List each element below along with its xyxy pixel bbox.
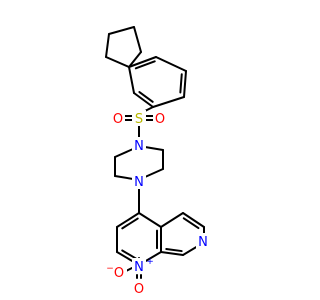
atom-nitro-o-left-label: O <box>114 266 124 281</box>
atom-sulfonyl-oxygen-left: O <box>111 110 125 127</box>
bond-c2-c3 <box>133 26 142 53</box>
bond-q4a-q5 <box>138 212 162 228</box>
atom-nitro-o-bottom-label: O <box>134 282 144 297</box>
atom-nitro-o-bottom: O <box>132 280 146 297</box>
bond-c3a-c4 <box>128 66 135 94</box>
bond-n-q1 <box>182 245 199 256</box>
bond-q4-q3 <box>182 212 205 228</box>
atom-sulfur: S <box>132 110 146 127</box>
bond-pd-n1 <box>144 146 164 151</box>
bond-c7-c7b <box>155 56 187 72</box>
atom-piperazine-n-top: N <box>132 137 146 154</box>
bond-c6-c7 <box>183 70 187 98</box>
atom-sulfonyl-oxygen-right-label: O <box>155 112 165 127</box>
bond-n1-pa <box>114 148 134 158</box>
atom-piperazine-n-bottom-label: N <box>134 175 144 190</box>
structure-canvas: S O O N N N N + O − <box>105 26 210 297</box>
bond-c3-c3a <box>128 51 142 68</box>
molecule-diagram: S O O N N N N + O − <box>105 26 210 297</box>
bond-c4-c5-inner <box>138 91 154 103</box>
atom-piperazine-n-top-label: N <box>134 139 144 154</box>
bond-layer <box>105 26 205 279</box>
bond-pb-n4 <box>114 175 134 180</box>
bond-q5-q6-inner <box>121 217 139 230</box>
bond-c5-s <box>144 106 154 112</box>
bond-c6-c7-inner <box>179 73 183 94</box>
atom-nitro-n: N + <box>132 257 154 275</box>
atom-sulfonyl-oxygen-left-label: O <box>113 112 123 127</box>
bond-q4a-q4 <box>160 212 184 228</box>
bond-c1-c2 <box>108 26 135 35</box>
bond-c4-c5 <box>133 92 154 108</box>
atom-isoquinoline-n: N <box>196 233 210 250</box>
bond-c7b-c3a-inner <box>134 60 156 70</box>
bond-q1-q8a-inner <box>165 247 183 253</box>
bond-n4-pc <box>144 168 164 178</box>
atom-nitro-n-label: N <box>134 260 144 275</box>
bond-c3a-c7a <box>105 56 130 68</box>
atom-isoquinoline-n-label: N <box>198 235 208 250</box>
atom-nitro-n-charge: + <box>146 257 154 267</box>
atom-nitro-o-left: O − <box>106 264 127 281</box>
atom-piperazine-n-bottom: N <box>132 173 146 190</box>
bond-q1-q8a <box>160 251 184 256</box>
atom-nitro-o-left-charge: − <box>106 264 114 274</box>
atom-sulfur-label: S <box>135 112 143 127</box>
atom-sulfonyl-oxygen-right: O <box>153 110 167 127</box>
bond-c7a-c1 <box>105 33 110 58</box>
bond-c5-c6 <box>152 96 185 108</box>
bond-q4-q3-inner <box>182 217 200 230</box>
bond-q5-q6 <box>116 212 140 228</box>
bond-c7b-c3a <box>128 56 157 68</box>
